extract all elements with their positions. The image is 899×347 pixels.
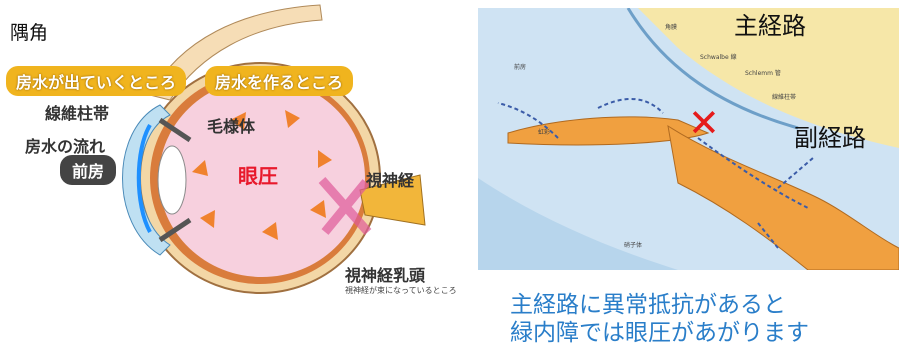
label-trabecular-right: 線維柱帯 (772, 92, 796, 101)
label-ciliary-body: 毛様体 (207, 113, 255, 137)
lens (158, 146, 186, 214)
label-trabecular: 線維柱帯 (45, 100, 109, 124)
label-schwalbe: Schwalbe 線 (700, 52, 737, 61)
eye-cross-section (60, 0, 480, 300)
label-optic-disc: 視神経乳頭 (345, 262, 425, 286)
sub-route-label: 副経路 (794, 118, 866, 153)
label-anterior-chamber-right: 前房 (514, 62, 526, 71)
label-optic-disc-note: 視神経が束になっているところ (345, 285, 457, 296)
callout-outflow: 房水が出ていくところ (6, 66, 186, 96)
corner-title: 隅角 (10, 18, 48, 45)
callout-produce: 房水を作るところ (205, 66, 353, 96)
label-schlemm: Schlemm 管 (745, 68, 781, 77)
main-route-label: 主経路 (734, 6, 806, 41)
label-vitreous: 硝子体 (624, 240, 642, 249)
label-optic-nerve: 視神経 (366, 167, 414, 191)
label-iris: 虹彩 (538, 127, 550, 136)
label-cornea: 角膜 (665, 22, 677, 31)
label-aqueous-flow: 房水の流れ (25, 133, 105, 157)
caption-line-2: 緑内障では眼圧があがります (510, 313, 809, 347)
cross-mark-icon: ✕ (688, 104, 720, 142)
label-iop: 眼圧 (238, 160, 278, 189)
label-anterior-chamber: 前房 (60, 155, 116, 185)
